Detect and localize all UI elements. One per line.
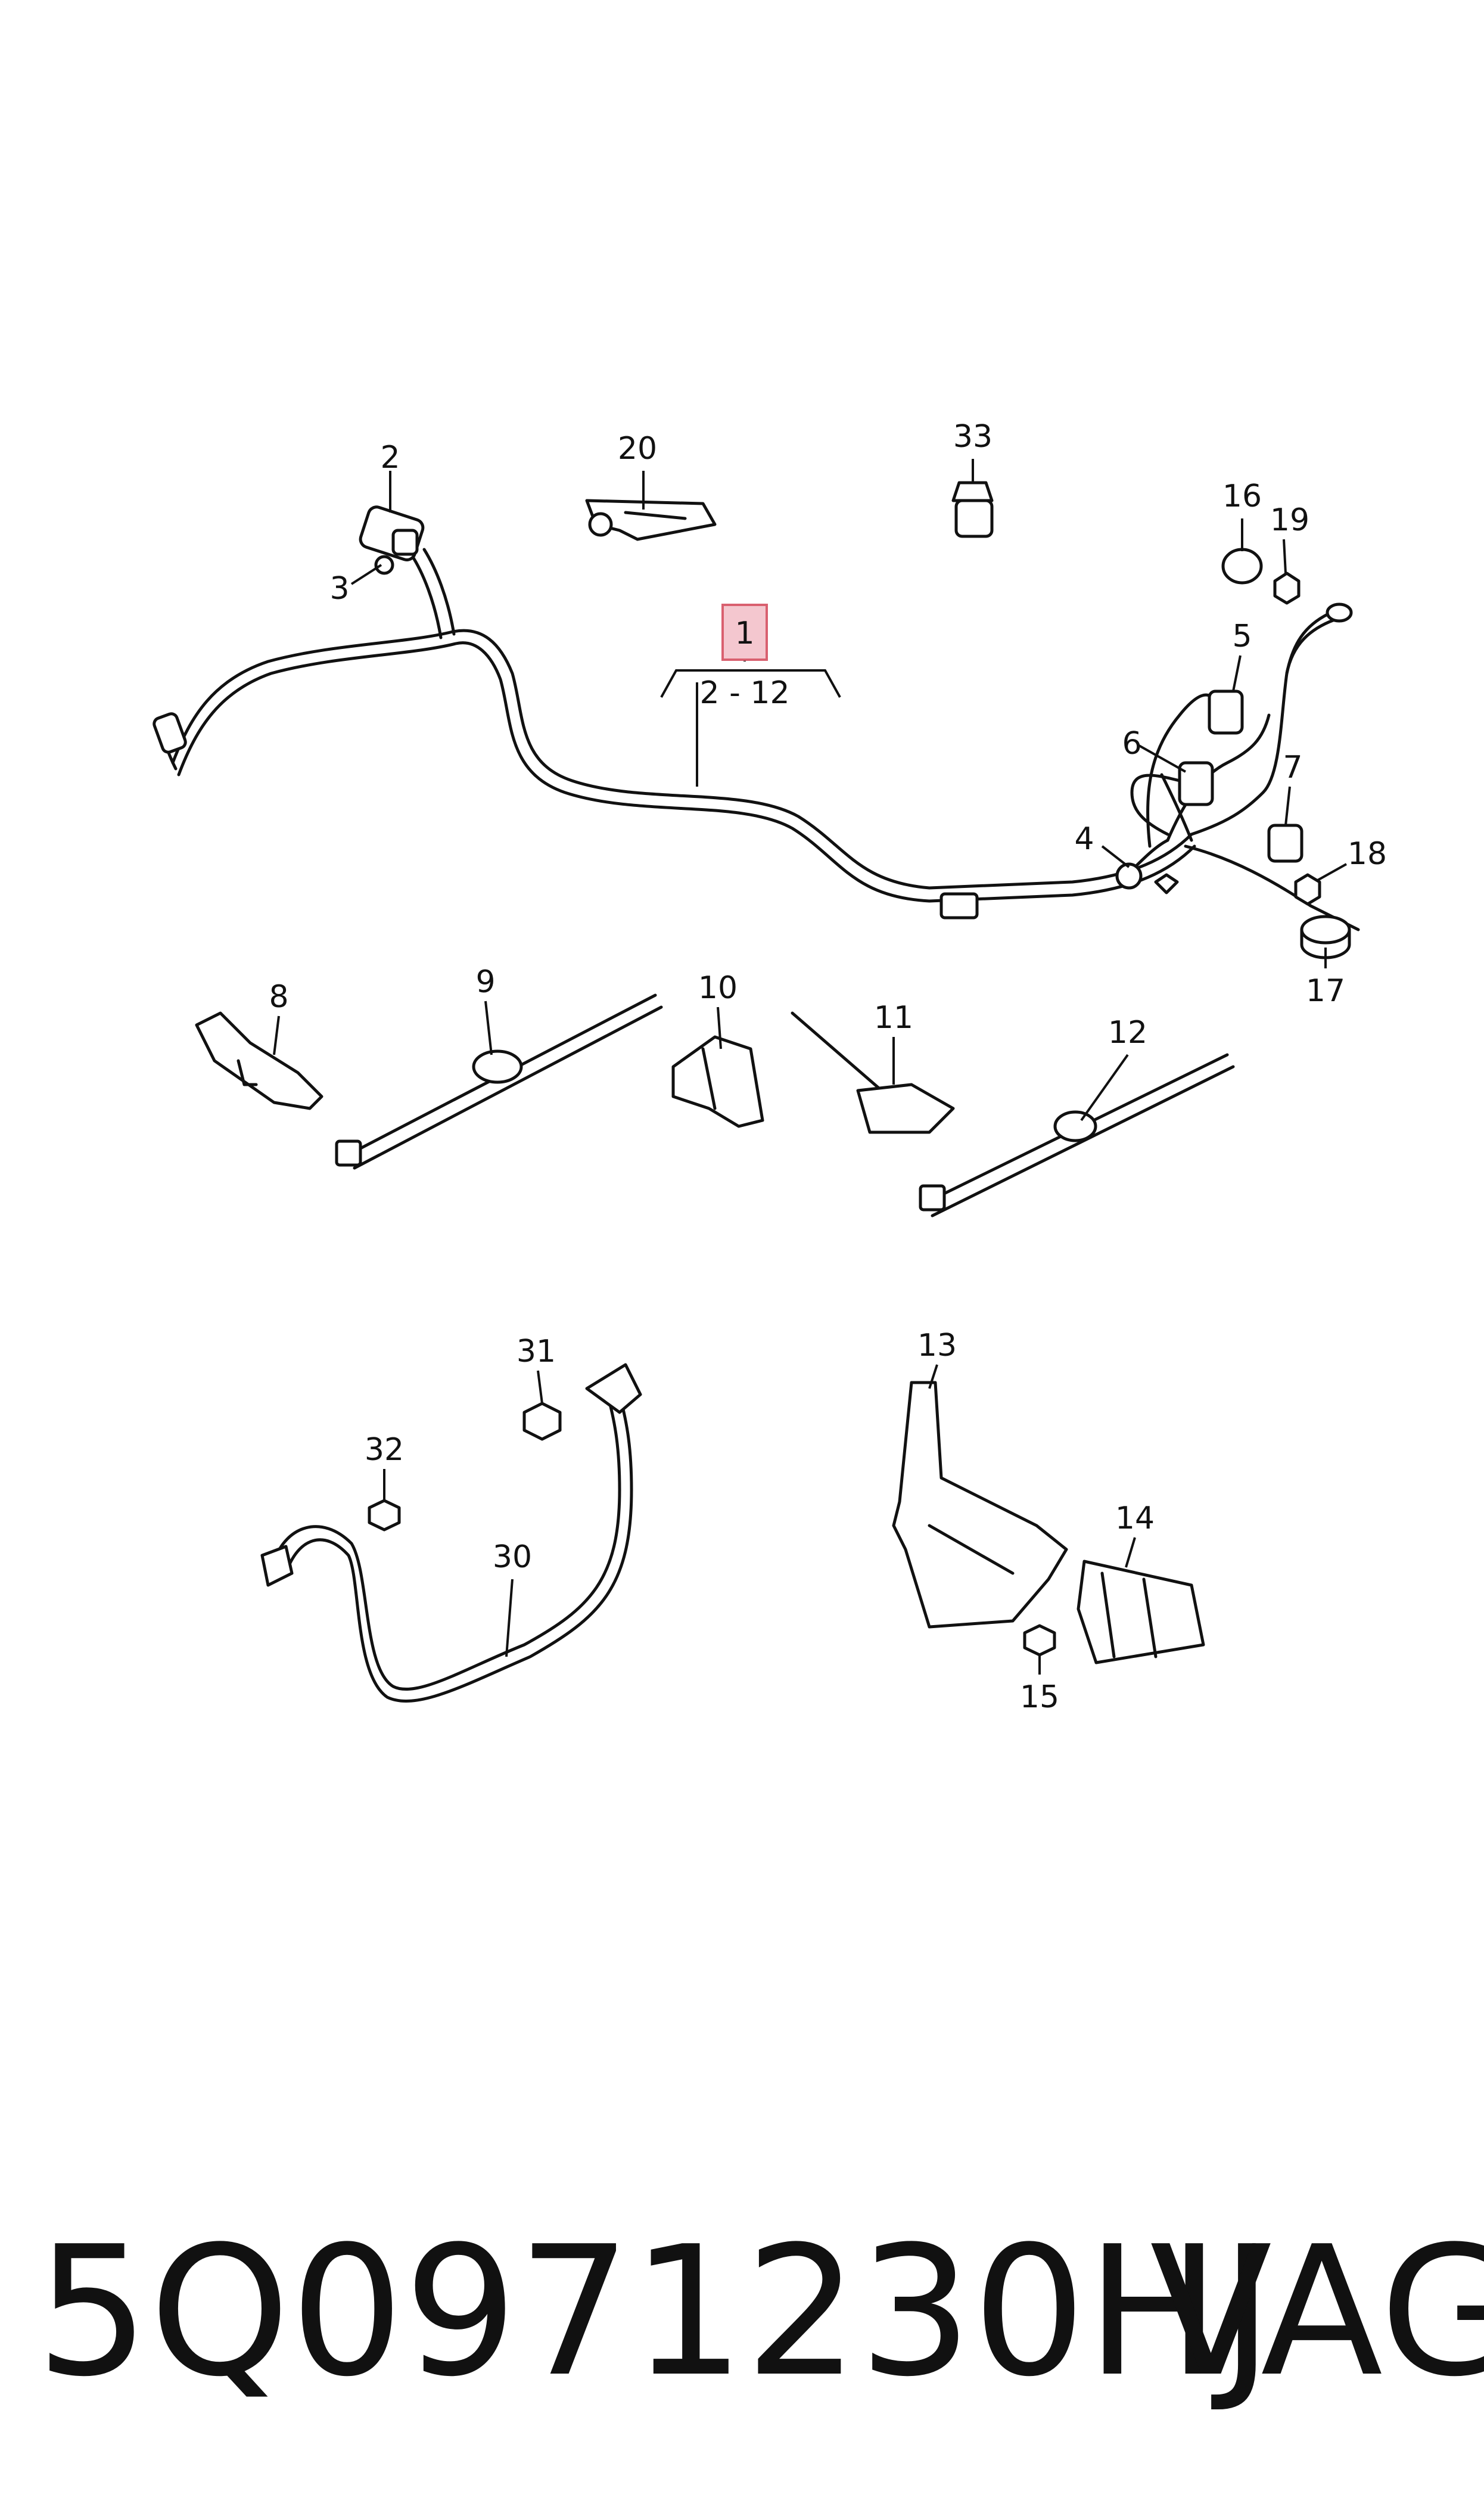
part-number: 5Q0971230HJ [36, 2208, 1274, 2416]
nut-15 [1023, 1624, 1056, 1657]
callout-8[interactable]: 8 [269, 979, 288, 1015]
callout-16[interactable]: 16 [1222, 479, 1262, 514]
callout-2[interactable]: 2 [380, 440, 400, 476]
bracket-20 [585, 499, 717, 541]
callout-17[interactable]: 17 [1306, 973, 1345, 1009]
callout-5[interactable]: 5 [1232, 619, 1252, 654]
cap-16 [1221, 548, 1263, 585]
callout-33[interactable]: 33 [953, 419, 993, 455]
callout-7[interactable]: 7 [1283, 750, 1302, 785]
bolt-33 [951, 481, 994, 538]
callout-3[interactable]: 3 [329, 571, 349, 607]
clip-10 [671, 1035, 764, 1128]
callout-4[interactable]: 4 [1074, 821, 1094, 857]
ground-cable-30 [260, 1363, 642, 1703]
callout-14[interactable]: 14 [1115, 1501, 1155, 1536]
callout-1[interactable]: 1 [735, 616, 754, 651]
callout-6[interactable]: 6 [1122, 726, 1141, 762]
brand-name: VAG [1150, 2208, 1484, 2416]
footer: 5Q0971230HJ VAG [0, 2217, 1484, 2408]
cable-tie-11 [791, 1011, 955, 1134]
connector-7 [1267, 824, 1303, 863]
highlight-box [721, 604, 768, 661]
connector-5 [1208, 689, 1244, 735]
callout-11[interactable]: 11 [874, 1000, 913, 1036]
callout-18[interactable]: 18 [1348, 836, 1387, 872]
callout-30[interactable]: 30 [493, 1539, 532, 1575]
callout-labels: 1 2 - 12 2 3 4 5 6 7 8 9 10 11 12 13 14 … [269, 419, 1387, 1715]
cable-tie-12 [919, 1053, 1235, 1217]
leader-lines [273, 459, 1347, 1675]
clip-8 [195, 1011, 323, 1110]
bracket-13 [892, 1381, 1068, 1629]
nut-31 [522, 1402, 562, 1441]
callout-10[interactable]: 10 [698, 970, 738, 1006]
holder-14 [1077, 1560, 1205, 1664]
callout-31[interactable]: 31 [517, 1334, 556, 1369]
callout-15[interactable]: 15 [1020, 1679, 1059, 1715]
cable-tie-9 [335, 993, 663, 1170]
callout-12[interactable]: 12 [1108, 1015, 1147, 1051]
callout-19[interactable]: 19 [1270, 502, 1309, 538]
callout-20[interactable]: 20 [618, 431, 657, 467]
callout-32[interactable]: 32 [365, 1432, 404, 1468]
connector-2 [359, 505, 425, 575]
nut-18 [1294, 873, 1321, 906]
grommet-4 [1115, 862, 1143, 890]
nut-32 [368, 1499, 401, 1532]
callout-1-range: 2 - 12 [699, 675, 789, 711]
connector-6 [1178, 761, 1214, 806]
callout-9[interactable]: 9 [475, 964, 495, 1000]
nut-19 [1273, 571, 1301, 605]
callout-13[interactable]: 13 [917, 1328, 957, 1363]
